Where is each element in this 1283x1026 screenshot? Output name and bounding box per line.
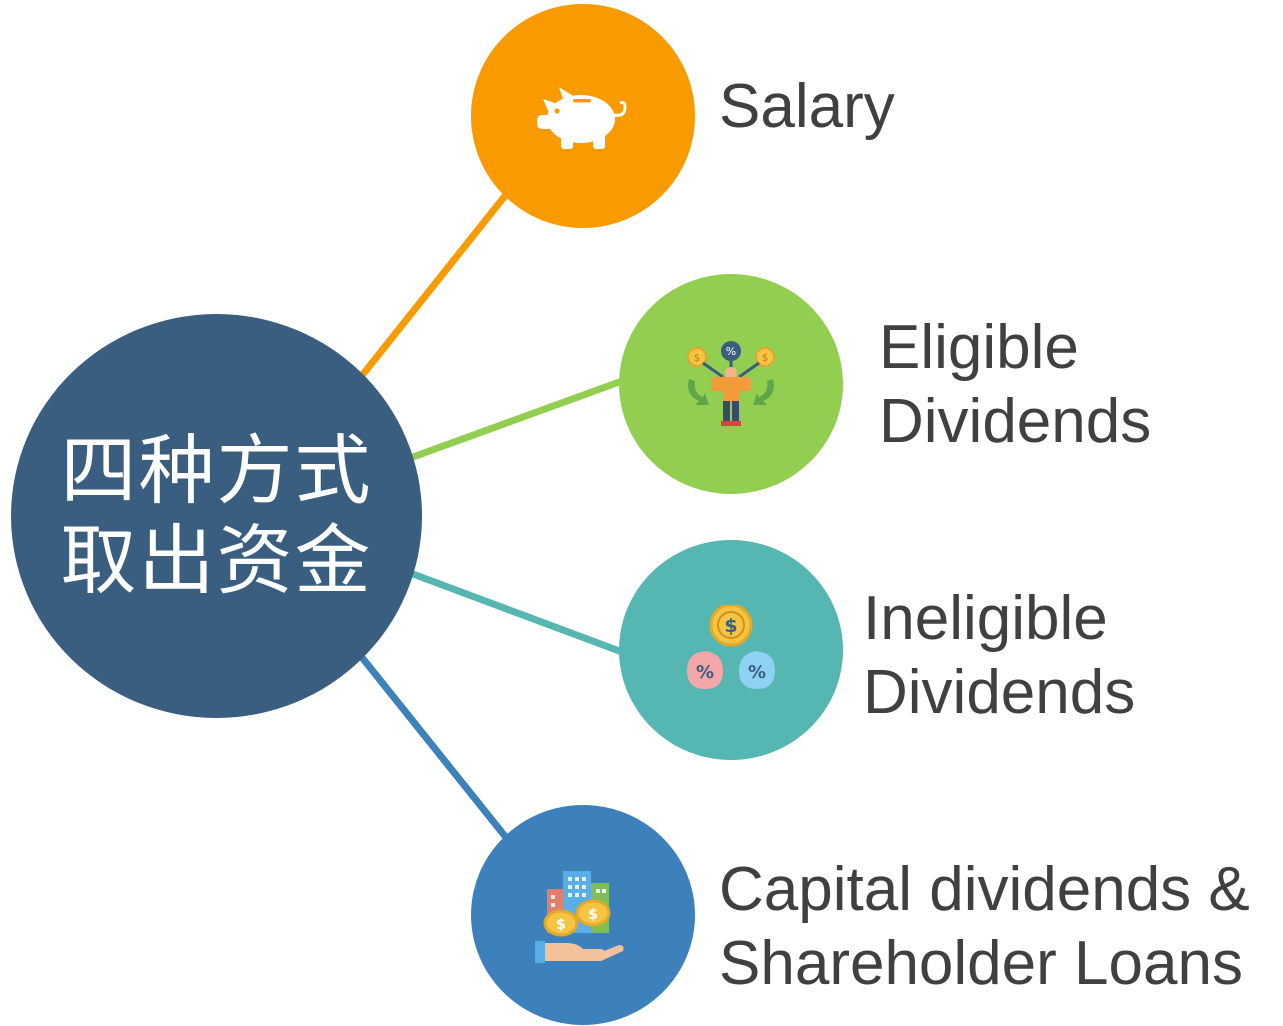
connector-capital — [357, 652, 511, 843]
svg-text:$: $ — [762, 353, 768, 364]
center-title-line-1: 四种方式 — [60, 426, 373, 515]
eligible-dividends-label: Eligible Dividends — [879, 311, 1151, 459]
salary-label: Salary — [719, 70, 895, 144]
buildings-coins-icon: $ $ — [535, 871, 624, 963]
salary-circle — [471, 4, 695, 228]
svg-text:%: % — [696, 662, 714, 683]
salary-label-line-1: Salary — [719, 72, 895, 141]
center-topic-circle: 四种方式 取出资金 — [11, 314, 422, 718]
svg-text:%: % — [748, 662, 766, 683]
ineligible-dividends-label-line-1: Ineligible — [863, 584, 1108, 653]
capital-dividends-label: Capital dividends & Shareholder Loans — [719, 853, 1250, 1001]
eligible-dividends-circle: % $ $ — [619, 274, 843, 494]
svg-text:$: $ — [556, 917, 566, 933]
eligible-dividends-label-line-2: Dividends — [879, 387, 1152, 456]
ineligible-dividends-circle: $ % % — [619, 540, 843, 760]
svg-text:$: $ — [588, 907, 598, 923]
connector-ineligible — [411, 570, 624, 656]
svg-text:$: $ — [724, 615, 737, 637]
svg-text:$: $ — [694, 353, 700, 364]
ineligible-dividends-label: Ineligible Dividends — [863, 582, 1135, 730]
connector-eligible — [411, 377, 624, 461]
eligible-dividends-label-line-1: Eligible — [879, 313, 1079, 382]
connector-salary — [357, 189, 511, 381]
piggy-bank-icon — [537, 87, 627, 149]
dividend-person-icon: % $ $ — [687, 341, 775, 426]
ineligible-dividends-label-line-2: Dividends — [863, 658, 1136, 727]
capital-dividends-label-line-2: Shareholder Loans — [719, 929, 1243, 998]
center-title-line-2: 取出资金 — [60, 516, 373, 605]
capital-dividends-label-line-1: Capital dividends & — [719, 855, 1250, 924]
coins-percent-icon: $ % % — [687, 605, 775, 689]
svg-text:%: % — [726, 345, 736, 358]
capital-dividends-circle: $ $ — [471, 805, 695, 1025]
